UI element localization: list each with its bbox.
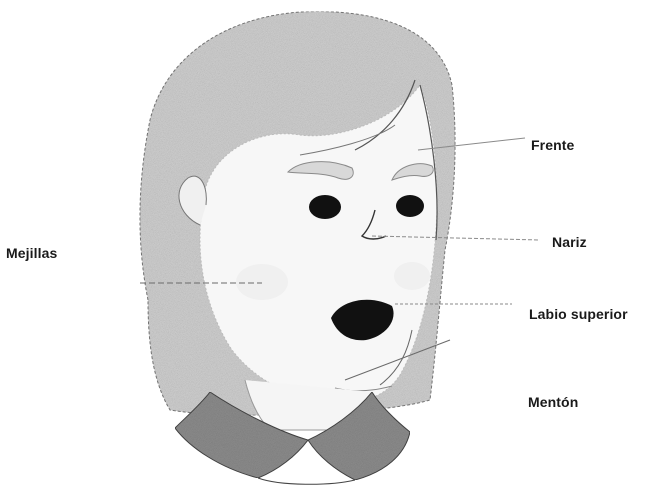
label-mejillas: Mejillas (6, 245, 57, 261)
left-cheek (236, 264, 288, 300)
collar-bottom (258, 478, 355, 484)
right-eye (396, 195, 424, 217)
right-cheek (394, 262, 430, 290)
label-labio-superior: Labio superior (529, 306, 628, 322)
label-frente: Frente (531, 137, 574, 153)
left-eye (309, 195, 341, 219)
label-nariz: Nariz (552, 234, 587, 250)
label-menton: Mentón (528, 394, 578, 410)
